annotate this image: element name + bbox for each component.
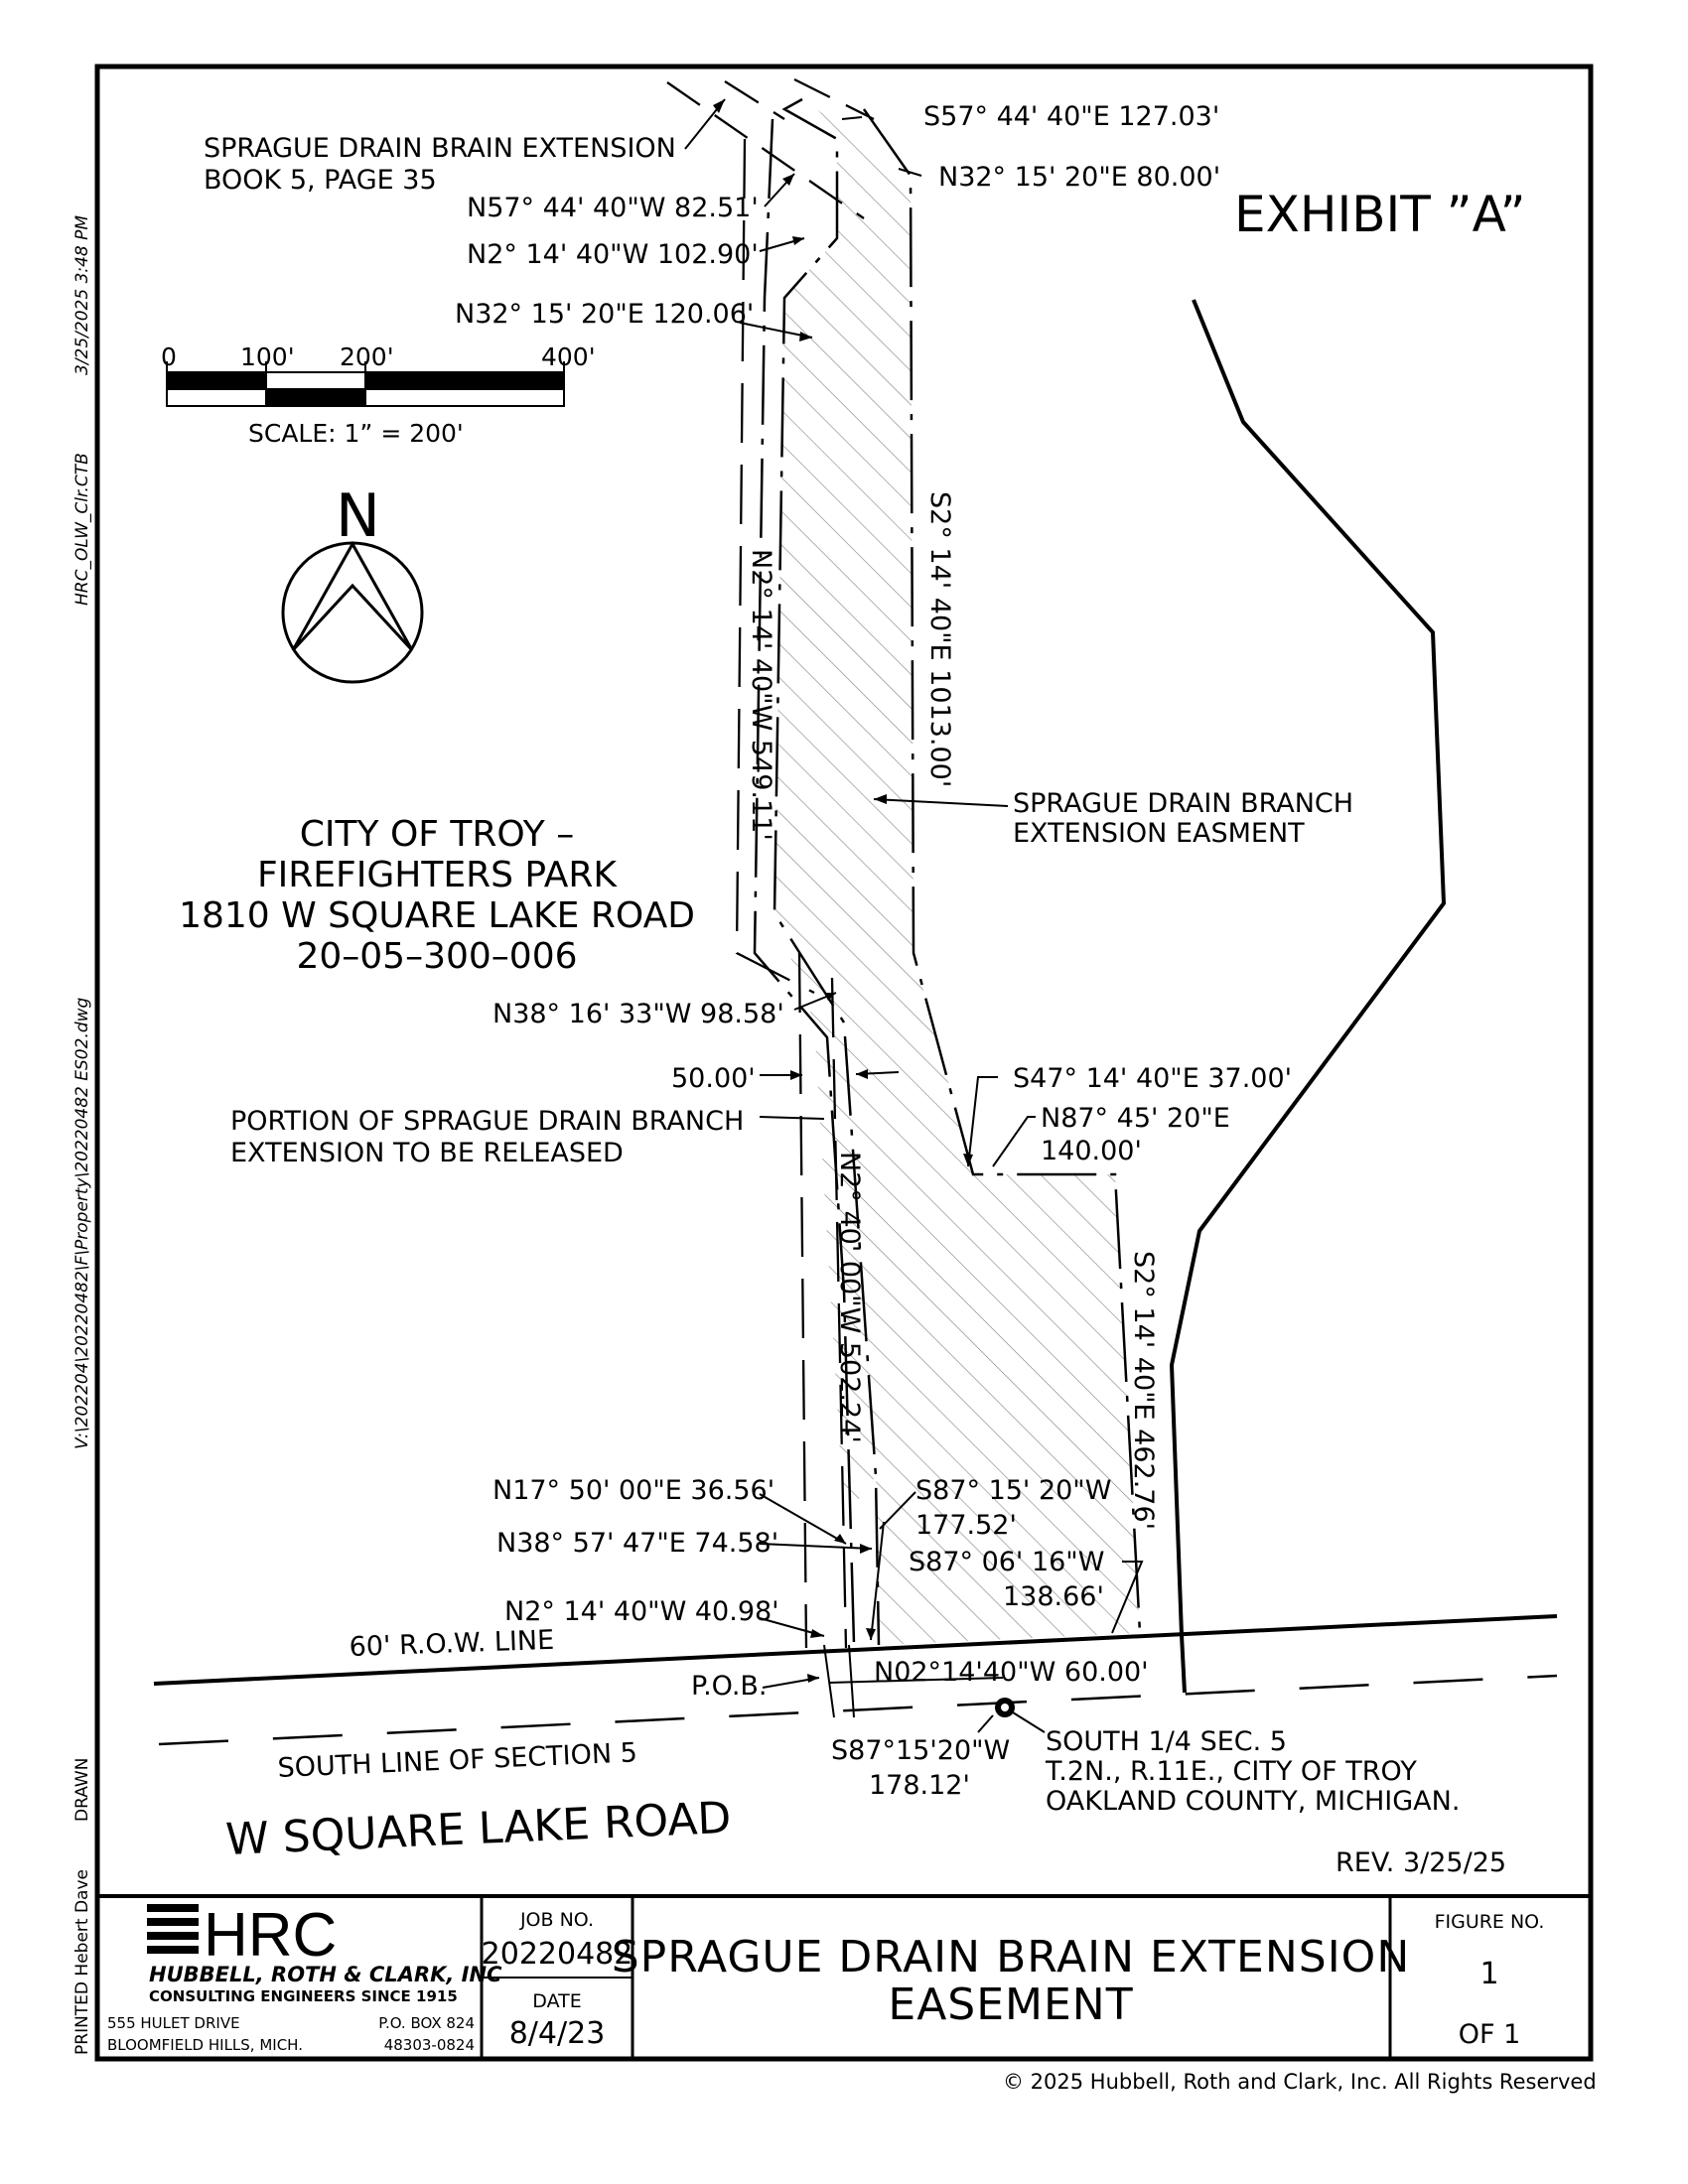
south-section-line [158, 1674, 1558, 1746]
figure-no-value: 1 [1479, 1957, 1498, 1991]
section-label-3: OAKLAND COUNTY, MICHIGAN. [1046, 1786, 1460, 1817]
scale-tick-0: 0 [161, 342, 177, 371]
released-portion-lines [735, 138, 848, 1649]
scale-tick-100: 100' [240, 342, 295, 371]
south-line-label: SOUTH LINE OF SECTION 5 [277, 1737, 637, 1784]
date-value: 8/4/23 [509, 2016, 606, 2051]
pob-label: P.O.B. [691, 1671, 768, 1702]
hrc-address-left-1: 555 HULET DRIVE [107, 2014, 240, 2032]
bearing-n2-102: N2° 14' 40"W 102.90' [467, 239, 759, 270]
property-line-2: FIREFIGHTERS PARK [257, 855, 618, 895]
scale-tick-200: 200' [340, 342, 394, 371]
side-printed: PRINTED Hebert Dave [72, 1869, 92, 2055]
hrc-address-left-2: BLOOMFIELD HILLS, MICH. [107, 2036, 303, 2054]
scale-tick-400: 400' [541, 342, 596, 371]
road-label: W SQUARE LAKE ROAD [224, 1793, 732, 1865]
hrc-logo: HRC [147, 1901, 337, 1970]
copyright-notice: © 2025 Hubbell, Roth and Clark, Inc. All… [1003, 2070, 1597, 2094]
hrc-address-right-1: P.O. BOX 824 [378, 2014, 475, 2032]
bearing-n2-502: N2° 40' 00"W 502.24' [834, 1152, 865, 1443]
scale-bar: 0 100' 200' 400' SCALE: 1” = 200' [161, 342, 596, 448]
side-ctb: HRC_OLW_Clr.CTB [72, 453, 92, 606]
bearing-n38-98: N38° 16' 33"W 98.58' [492, 999, 784, 1029]
bearing-s2-462: S2° 14' 40"E 462.76' [1128, 1251, 1159, 1530]
figure-no-label: FIGURE NO. [1435, 1911, 1545, 1933]
north-label: N [336, 481, 380, 551]
bearing-n17-36: N17° 50' 00"E 36.56' [492, 1475, 774, 1506]
bearing-s47-37: S47° 14' 40"E 37.00' [1013, 1063, 1292, 1094]
drain-ext-label-2: BOOK 5, PAGE 35 [204, 165, 437, 196]
hrc-abbr: HRC [204, 1901, 337, 1970]
easement-label-1: SPRAGUE DRAIN BRANCH [1013, 788, 1353, 819]
drain-extension-lines [666, 77, 875, 219]
easement-label-2: EXTENSION EASMENT [1013, 818, 1305, 849]
date-label: DATE [532, 1990, 581, 2012]
scale-caption: SCALE: 1” = 200' [248, 419, 464, 448]
drain-ext-label-1: SPRAGUE DRAIN BRAIN EXTENSION [204, 133, 676, 164]
side-drawn: DRAWN [72, 1758, 92, 1822]
bearing-n2-549: N2° 14' 40"W 549.11' [746, 549, 776, 841]
exhibit-title: EXHIBIT ”A” [1234, 186, 1526, 243]
job-no-label: JOB NO. [519, 1909, 594, 1931]
bearing-n32-120: N32° 15' 20"E 120.06' [455, 299, 754, 330]
bearing-s87-178-a: S87°15'20"W [831, 1735, 1010, 1766]
row-line [153, 1614, 1558, 1686]
revision-label: REV. 3/25/25 [1336, 1847, 1506, 1878]
distance-50: 50.00' [671, 1063, 756, 1094]
bearing-n2-40: N2° 14' 40"W 40.98' [504, 1596, 779, 1627]
hrc-company-name: HUBBELL, ROTH & CLARK, INC [149, 1963, 502, 1986]
drawing-title-line-2: EASEMENT [888, 1979, 1133, 2030]
bearing-n57-82: N57° 44' 40"W 82.51' [467, 193, 759, 223]
bearing-n38-74: N38° 57' 47"E 74.58' [496, 1528, 778, 1559]
easement-area [774, 99, 1140, 1645]
property-line-4: 20–05–300–006 [296, 936, 577, 977]
bearing-s87-178-b: 178.12' [869, 1770, 970, 1801]
property-line-3: 1810 W SQUARE LAKE ROAD [179, 895, 695, 936]
bearing-s2-1013: S2° 14' 40"E 1013.00' [924, 491, 955, 787]
north-arrow-icon: N [281, 481, 424, 684]
drawing-border [94, 64, 1594, 2062]
row-label: 60' R.O.W. LINE [349, 1625, 554, 1663]
drawing-title-line-1: SPRAGUE DRAIN BRAIN EXTENSION [612, 1932, 1410, 1982]
section-label-1: SOUTH 1/4 SEC. 5 [1046, 1726, 1287, 1757]
figure-of-value: OF 1 [1459, 2019, 1521, 2050]
job-no-value: 20220482 [482, 1937, 633, 1972]
title-block: HRC HUBBELL, ROTH & CLARK, INC CONSULTIN… [97, 1894, 1591, 2059]
side-timestamp: 3/25/2025 3:48 PM [72, 215, 92, 375]
arrowheads [713, 99, 973, 1683]
bearing-s87-138-b: 138.66' [1003, 1581, 1104, 1612]
bearing-s87-177-a: S87° 15' 20"W [915, 1475, 1111, 1506]
bearing-s87-177-b: 177.52' [915, 1510, 1017, 1541]
bearing-s57-127: S57° 44' 40"E 127.03' [923, 101, 1219, 132]
release-label-2: EXTENSION TO BE RELEASED [230, 1138, 624, 1168]
property-block: CITY OF TROY – FIREFIGHTERS PARK 1810 W … [179, 814, 695, 977]
bearing-n87-140-b: 140.00' [1041, 1136, 1142, 1166]
hrc-tagline: CONSULTING ENGINEERS SINCE 1915 [149, 1987, 458, 2005]
section-label-2: T.2N., R.11E., CITY OF TROY [1045, 1756, 1417, 1787]
easement-boundary [753, 97, 1142, 1646]
bearing-s87-138-a: S87° 06' 16"W [909, 1547, 1104, 1577]
release-label-1: PORTION OF SPRAGUE DRAIN BRANCH [230, 1106, 744, 1137]
property-boundary [1169, 299, 1447, 1694]
property-line-1: CITY OF TROY – [300, 814, 574, 855]
pob-markers [823, 1644, 1004, 1718]
bearing-n02-60: N02°14'40"W 60.00' [874, 1657, 1149, 1688]
bearing-n87-140-a: N87° 45' 20"E [1041, 1103, 1230, 1134]
side-path: V:\202204\20220482\F\Property\20220482 E… [72, 997, 92, 1449]
bearing-n32-80: N32° 15' 20"E 80.00' [938, 162, 1220, 193]
section-corner-monument [995, 1698, 1015, 1717]
hrc-address-right-2: 48303-0824 [384, 2036, 475, 2054]
